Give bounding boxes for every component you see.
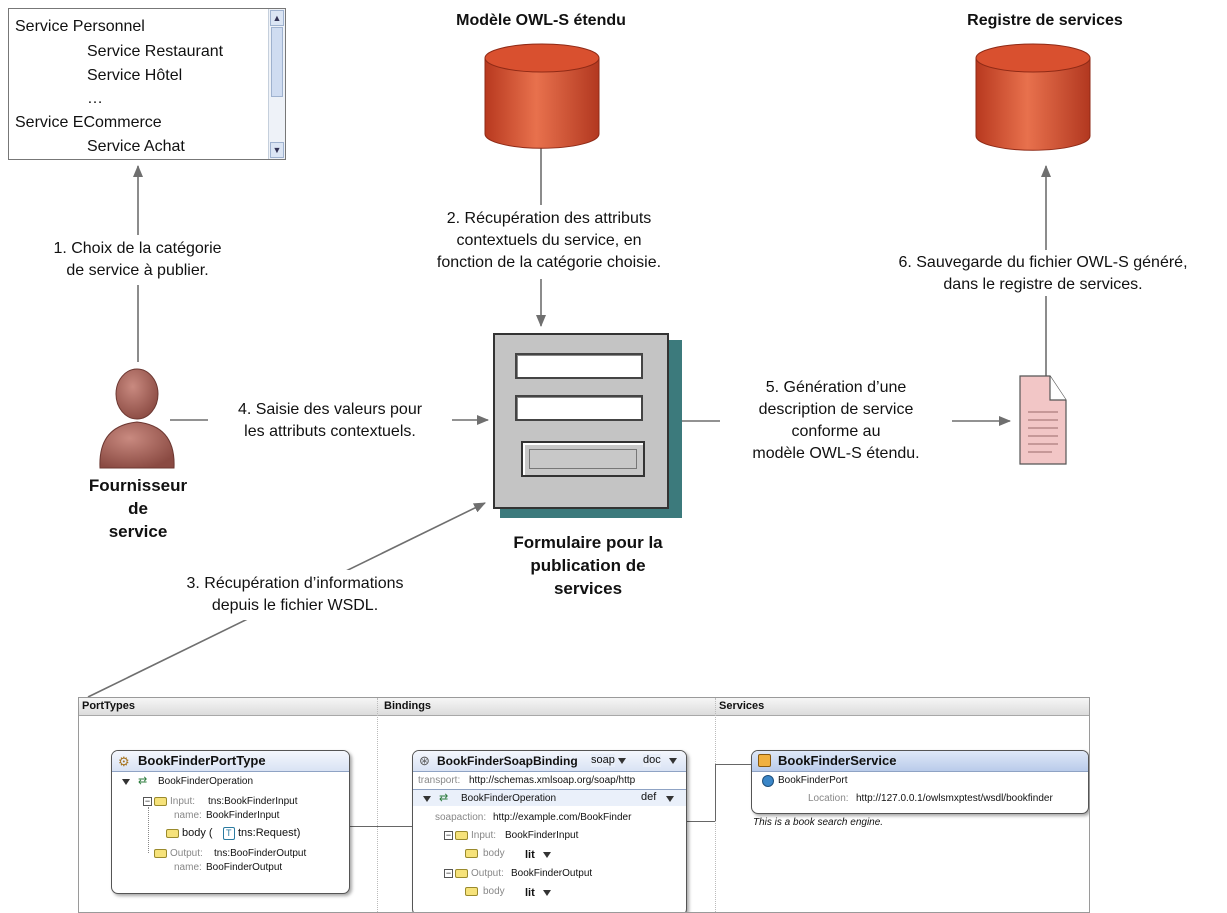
- person-icon: [99, 368, 175, 469]
- database-icon: [975, 43, 1091, 151]
- body-part[interactable]: body (: [182, 827, 213, 839]
- collapse-icon[interactable]: −: [143, 796, 152, 806]
- soapaction-label: soapaction:: [435, 812, 487, 823]
- chevron-down-icon[interactable]: [543, 890, 551, 896]
- database-icon: [484, 43, 600, 149]
- envelope-icon: [455, 831, 468, 840]
- binding-card[interactable]: BookFinderSoapBinding ⊛ soap doc transpo…: [412, 750, 687, 912]
- scroll-down-icon[interactable]: ▼: [270, 142, 284, 158]
- input-label: Input:: [170, 796, 196, 807]
- transport-value: http://schemas.xmlsoap.org/soap/http: [469, 775, 636, 786]
- location-label: Location:: [808, 793, 849, 804]
- input-use-select[interactable]: lit: [525, 849, 535, 861]
- column-services: Services: [719, 700, 765, 712]
- chevron-down-icon[interactable]: [669, 758, 677, 764]
- document-icon: [1019, 375, 1067, 465]
- soap-style-select[interactable]: soap: [591, 754, 615, 767]
- owl-model-title: Modèle OWL-S étendu: [456, 12, 626, 29]
- binding-title[interactable]: BookFinderSoapBinding: [413, 751, 686, 772]
- form-submit-button[interactable]: [521, 441, 645, 477]
- binding-service-link: [685, 821, 715, 822]
- operation-icon: ⇄: [138, 775, 148, 787]
- chevron-down-icon[interactable]: [543, 852, 551, 858]
- category-list[interactable]: Service Personnel Service Restaurant Ser…: [8, 8, 286, 160]
- envelope-icon: [465, 887, 478, 896]
- name-label: name:: [174, 810, 202, 821]
- registry-title: Registre de services: [967, 12, 1123, 29]
- operation-icon: ⇄: [439, 792, 449, 804]
- operation-style-select[interactable]: def: [641, 791, 657, 803]
- name-label: name:: [174, 862, 202, 873]
- envelope-icon: [154, 797, 167, 806]
- binding-output[interactable]: BookFinderOutput: [511, 868, 593, 879]
- wsdl-editor-panel: PortTypes Bindings Services BookFinderPo…: [78, 697, 1090, 913]
- type-icon: T: [223, 827, 235, 840]
- column-porttypes: PortTypes: [82, 700, 135, 712]
- input-message[interactable]: tns:BookFinderInput: [208, 796, 298, 807]
- category-item[interactable]: Service Personnel: [15, 18, 145, 35]
- transport-label: transport:: [418, 775, 461, 786]
- category-item[interactable]: Service Restaurant: [87, 43, 224, 60]
- expand-icon[interactable]: [423, 796, 431, 802]
- porttype-card[interactable]: BookFinderPortType ⚙ ⇄ BookFinderOperati…: [111, 750, 350, 894]
- category-item[interactable]: Service ECommerce: [15, 114, 162, 131]
- location-value[interactable]: http://127.0.0.1/owlsmxptest/wsdl/bookfi…: [856, 793, 1053, 804]
- step-6-label: 6. Sauvegarde du fichier OWL-S généré,da…: [898, 254, 1188, 293]
- port-icon: [762, 775, 774, 787]
- form-field[interactable]: [515, 395, 643, 421]
- wsdl-panel-header: PortTypes Bindings Services: [79, 698, 1089, 716]
- service-title[interactable]: BookFinderService: [752, 751, 1088, 772]
- body-type[interactable]: tns:Request): [238, 827, 301, 839]
- service-icon: [758, 754, 771, 767]
- envelope-icon: [465, 849, 478, 858]
- column-bindings: Bindings: [384, 700, 432, 712]
- chevron-down-icon[interactable]: [618, 758, 626, 764]
- output-message[interactable]: tns:BooFinderOutput: [214, 848, 307, 859]
- input-label: Input:: [471, 830, 497, 841]
- binding-service-link: [715, 764, 716, 821]
- chevron-down-icon[interactable]: [666, 796, 674, 802]
- service-description: This is a book search engine.: [753, 817, 884, 828]
- body-label: body: [483, 848, 505, 859]
- collapse-icon[interactable]: −: [444, 830, 453, 840]
- body-label: body: [483, 886, 505, 897]
- publication-form[interactable]: [493, 333, 669, 509]
- binding-icon: ⊛: [419, 753, 430, 768]
- envelope-icon: [154, 849, 167, 858]
- binding-input[interactable]: BookFinderInput: [505, 830, 579, 841]
- category-item[interactable]: Service Achat: [87, 138, 185, 155]
- expand-icon[interactable]: [122, 779, 130, 785]
- envelope-icon: [166, 829, 179, 838]
- binding-operation[interactable]: BookFinderOperation: [461, 793, 557, 804]
- output-use-select[interactable]: lit: [525, 887, 535, 899]
- output-label: Output:: [170, 848, 203, 859]
- category-item: …: [87, 90, 103, 107]
- form-field[interactable]: [515, 353, 643, 379]
- doc-style-select[interactable]: doc: [643, 754, 661, 767]
- porttype-operation[interactable]: BookFinderOperation: [158, 776, 254, 787]
- porttype-title[interactable]: BookFinderPortType: [112, 751, 349, 772]
- output-name: BooFinderOutput: [206, 862, 283, 873]
- collapse-icon[interactable]: −: [444, 868, 453, 878]
- service-card[interactable]: BookFinderService BookFinderPort Locatio…: [751, 750, 1089, 814]
- porttype-binding-link: [348, 826, 412, 827]
- category-item[interactable]: Service Hôtel: [87, 67, 183, 84]
- scrollbar[interactable]: ▲ ▼: [268, 9, 285, 159]
- scroll-up-icon[interactable]: ▲: [270, 10, 284, 26]
- envelope-icon: [455, 869, 468, 878]
- service-port[interactable]: BookFinderPort: [778, 775, 848, 786]
- porttype-icon: ⚙: [118, 754, 130, 769]
- scroll-thumb[interactable]: [271, 27, 283, 97]
- binding-service-link: [715, 764, 751, 765]
- input-name: BookFinderInput: [206, 810, 280, 821]
- output-label: Output:: [471, 868, 504, 879]
- soapaction-value[interactable]: http://example.com/BookFinder: [493, 812, 632, 823]
